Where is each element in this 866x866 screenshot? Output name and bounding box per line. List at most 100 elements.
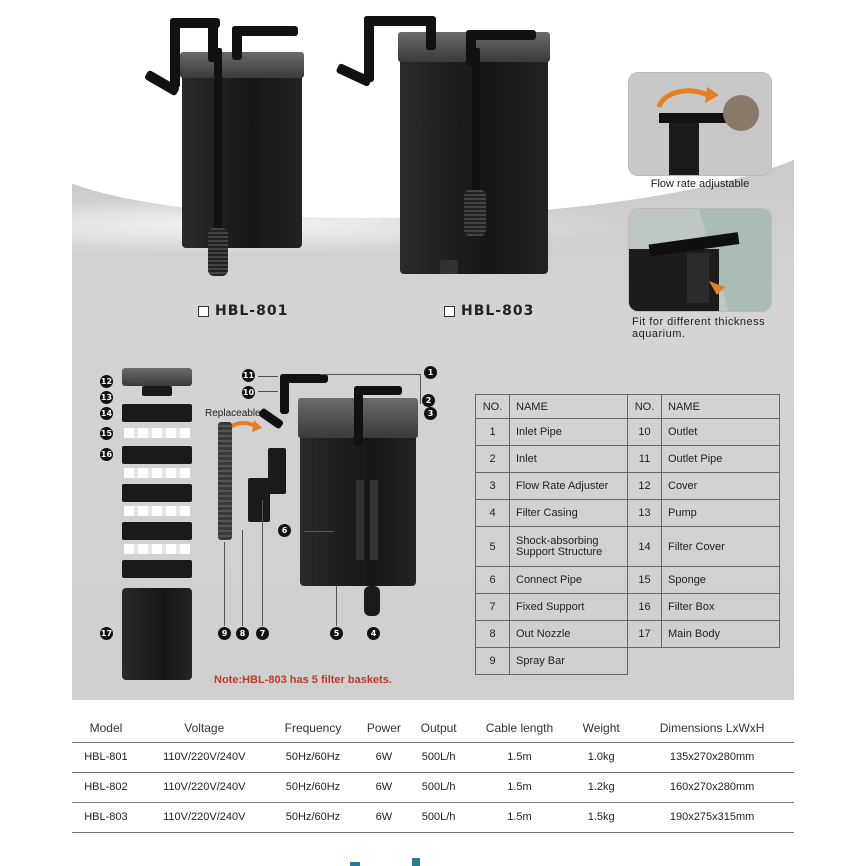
cell: 500L/h — [410, 742, 467, 773]
cell: 1.0kg — [572, 742, 631, 773]
cell: 1.5m — [466, 802, 573, 833]
sponge-part — [124, 506, 190, 516]
cell: 50Hz/60Hz — [268, 772, 358, 803]
cell: Main Body — [661, 620, 780, 648]
cell: 16 — [627, 593, 662, 621]
cell: 500L/h — [410, 772, 467, 803]
cell: 13 — [627, 499, 662, 527]
header-voltage: Voltage — [139, 714, 269, 743]
cell: 50Hz/60Hz — [268, 802, 358, 833]
header-no: NO. — [475, 394, 510, 419]
spray-bar-part — [218, 422, 232, 540]
out-nozzle-part — [248, 478, 270, 522]
cell: Filter Cover — [661, 526, 780, 567]
cell: 110V/220V/240V — [139, 802, 269, 833]
cell: Outlet Pipe — [661, 445, 780, 473]
callout-15: 15 — [100, 427, 113, 440]
cell: 7 — [475, 593, 510, 621]
cell: Outlet — [661, 418, 780, 446]
table-row: HBL-801 110V/220V/240V 50Hz/60Hz 6W 500L… — [72, 742, 794, 773]
cell: 110V/220V/240V — [139, 742, 269, 773]
cell: 1.2kg — [572, 772, 631, 803]
callout-14: 14 — [100, 407, 113, 420]
cell: 6W — [357, 802, 411, 833]
pump-part — [142, 386, 172, 396]
cell: HBL-801 — [72, 742, 140, 773]
table-row: 6 Connect Pipe 15 Sponge — [475, 566, 780, 594]
callout-9: 9 — [218, 627, 231, 640]
cell: 14 — [627, 526, 662, 567]
callout-16: 16 — [100, 448, 113, 461]
parts-table: NO. NAME NO. NAME 1 Inlet Pipe 10 Outlet… — [475, 394, 780, 675]
callout-8: 8 — [236, 627, 249, 640]
filter-cover-part — [122, 404, 192, 422]
cell: 190x275x315mm — [630, 802, 794, 833]
cell: 8 — [475, 620, 510, 648]
callout-2: 2 — [422, 394, 435, 407]
cover-part — [122, 368, 192, 386]
checkbox-icon — [444, 305, 455, 317]
callout-4: 4 — [367, 627, 380, 640]
cell: 11 — [627, 445, 662, 473]
cell: Spray Bar — [509, 647, 628, 675]
cell: Sponge — [661, 566, 780, 594]
cell: HBL-803 — [72, 802, 140, 833]
cell: 9 — [475, 647, 510, 675]
callout-10: 10 — [242, 386, 255, 399]
connect-pipe-part — [364, 586, 380, 616]
header-model: Model — [72, 714, 140, 743]
filter-box-part — [122, 560, 192, 578]
cell: Filter Casing — [509, 499, 628, 527]
header-frequency: Frequency — [268, 714, 358, 743]
cell: 6W — [357, 742, 411, 773]
cell: 5 — [475, 526, 510, 567]
header-name: NAME — [509, 394, 628, 419]
header-weight: Weight — [572, 714, 631, 743]
cell — [662, 648, 780, 675]
callout-3: 3 — [424, 407, 437, 420]
cell: Shock-absorbing Support Structure — [509, 526, 628, 567]
cell: 1.5kg — [572, 802, 631, 833]
cell: 135x270x280mm — [630, 742, 794, 773]
cell: Filter Box — [661, 593, 780, 621]
cell: Inlet Pipe — [509, 418, 628, 446]
filter-box-part — [122, 446, 192, 464]
header-dimensions: Dimensions LxWxH — [630, 714, 794, 743]
table-row: HBL-802 110V/220V/240V 50Hz/60Hz 6W 500L… — [72, 772, 794, 803]
cell: 2 — [475, 445, 510, 473]
cell: 1 — [475, 418, 510, 446]
specs-table: Model Voltage Frequency Power Output Cab… — [72, 714, 794, 833]
table-row: HBL-803 110V/220V/240V 50Hz/60Hz 6W 500L… — [72, 802, 794, 833]
product-sheet: HBL-801 HBL-803 Flow rate adjustable — [72, 0, 794, 866]
model-label-hbl-801: HBL-801 — [198, 303, 288, 319]
cell: Inlet — [509, 445, 628, 473]
filter-box-part — [122, 522, 192, 540]
header-power: Power — [357, 714, 411, 743]
header-name: NAME — [661, 394, 780, 419]
callout-11: 11 — [242, 369, 255, 382]
cell: 110V/220V/240V — [139, 772, 269, 803]
checkbox-icon — [198, 305, 209, 317]
cell: Pump — [661, 499, 780, 527]
table-row: 8 Out Nozzle 17 Main Body — [475, 620, 780, 648]
sponge-part — [124, 468, 190, 478]
callout-12: 12 — [100, 375, 113, 388]
cell: 500L/h — [410, 802, 467, 833]
table-row: 5 Shock-absorbing Support Structure 14 F… — [475, 526, 780, 567]
callout-7: 7 — [256, 627, 269, 640]
header-cable-length: Cable length — [466, 714, 573, 743]
parts-table-header: NO. NAME NO. NAME — [475, 394, 780, 419]
inset-flow-rate — [628, 72, 772, 176]
callout-1: 1 — [424, 366, 437, 379]
cell: 6W — [357, 772, 411, 803]
replaceable-label: Replaceable — [205, 408, 261, 419]
table-row: 9 Spray Bar — [475, 647, 780, 675]
cell: 1.5m — [466, 742, 573, 773]
cell: 10 — [627, 418, 662, 446]
cropped-logo-fragment — [350, 858, 420, 866]
main-body-part — [122, 588, 192, 680]
callout-13: 13 — [100, 391, 113, 404]
callout-5: 5 — [330, 627, 343, 640]
tank-rim-illustration — [629, 209, 771, 311]
cell: 3 — [475, 472, 510, 500]
